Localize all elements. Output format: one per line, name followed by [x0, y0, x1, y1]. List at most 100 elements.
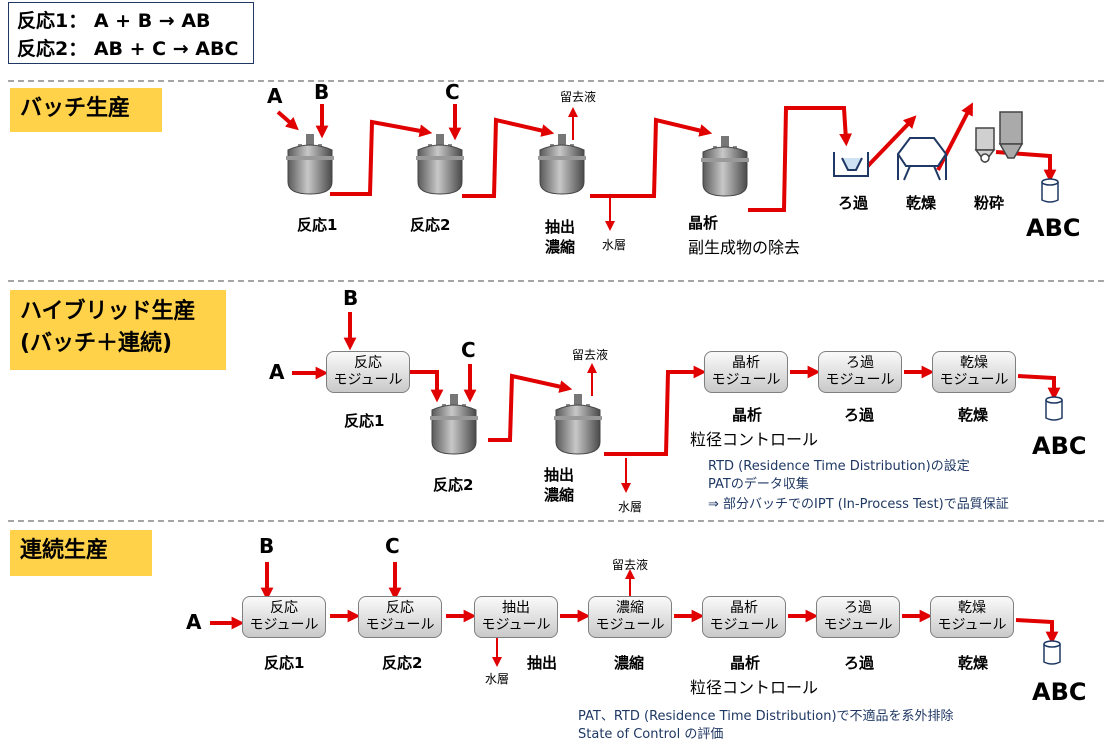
continuous-flow-lines — [210, 562, 1059, 645]
batch-react1-label: 反応1 — [297, 216, 338, 234]
hybrid-cryst-label: 晶析 — [732, 406, 763, 424]
batch-extract-label: 抽出 — [545, 218, 576, 236]
section-continuous-label: 連続生産 — [20, 538, 109, 563]
hybrid-extract-tank-icon — [553, 393, 603, 455]
section-hybrid-label-2: (バッチ＋連続) — [20, 331, 173, 356]
continuous-cryst-sub-label: 粒径コントロール — [690, 678, 819, 697]
batch-filter-icon — [833, 152, 869, 177]
continuous-module-react2: 反応モジュール — [358, 596, 442, 638]
module-line2: モジュール — [365, 617, 435, 633]
module-line1: 晶析 — [730, 600, 758, 616]
batch-water-label: 水層 — [602, 238, 627, 252]
hybrid-note-2: PATのデータ収集 — [708, 477, 809, 492]
continuous-note-1: PAT、RTD (Residence Time Distribution)で不適… — [578, 709, 954, 724]
batch-input-c: C — [445, 80, 460, 104]
hybrid-reactor-2-icon — [429, 393, 479, 455]
hybrid-cryst-module-line2: モジュール — [711, 372, 781, 388]
module-line1: 反応 — [386, 600, 414, 616]
hybrid-filter-module: ろ過 モジュール — [818, 351, 902, 393]
continuous-module-filter: ろ過モジュール — [816, 596, 900, 638]
batch-cryst-label: 晶析 — [688, 214, 719, 232]
module-line1: 抽出 — [502, 600, 530, 616]
batch-concentrate-label: 濃縮 — [545, 238, 576, 256]
hybrid-filter-module-line1: ろ過 — [846, 355, 874, 371]
module-line1: 反応 — [270, 600, 298, 616]
continuous-filter-label: ろ過 — [844, 654, 875, 672]
batch-dryer-icon — [896, 137, 948, 181]
hybrid-dry-module: 乾燥 モジュール — [932, 351, 1016, 393]
continuous-input-b: B — [259, 534, 275, 558]
section-batch-label: バッチ生産 — [20, 96, 131, 121]
continuous-module-dry: 乾燥モジュール — [930, 596, 1014, 638]
batch-extract-tank-icon — [537, 133, 587, 195]
continuous-react1-label: 反応1 — [264, 654, 305, 672]
module-line1: 濃縮 — [616, 600, 644, 616]
hybrid-react-module-line1: 反応 — [354, 355, 382, 371]
continuous-distillate-label: 留去液 — [612, 558, 649, 572]
hybrid-product-label: ABC — [1032, 432, 1087, 460]
batch-reactor-2-icon — [415, 133, 465, 195]
continuous-product-label: ABC — [1032, 678, 1087, 706]
module-line1: 乾燥 — [958, 600, 986, 616]
reaction-1-equation: 反応1： A + B → AB — [17, 10, 211, 32]
module-line2: モジュール — [823, 617, 893, 633]
hybrid-water-label: 水層 — [618, 500, 643, 514]
batch-distillate-label: 留去液 — [560, 90, 597, 104]
hybrid-concentrate-label: 濃縮 — [544, 486, 575, 504]
continuous-react2-label: 反応2 — [382, 654, 423, 672]
hybrid-filter-label: ろ過 — [844, 406, 875, 424]
batch-mill-label: 粉砕 — [974, 194, 1005, 212]
continuous-note-2: State of Control の評価 — [578, 727, 724, 742]
hybrid-input-b: B — [343, 286, 359, 310]
module-line1: ろ過 — [844, 600, 872, 616]
section-batch-title: バッチ生産 — [10, 88, 162, 132]
batch-input-b: B — [314, 80, 330, 104]
separator-middle — [8, 280, 1104, 282]
section-continuous-title: 連続生産 — [10, 530, 152, 576]
module-line2: モジュール — [595, 617, 665, 633]
module-line2: モジュール — [937, 617, 1007, 633]
separator-top — [8, 80, 1104, 82]
module-line2: モジュール — [249, 617, 319, 633]
hybrid-product-drum-icon — [1045, 396, 1063, 421]
continuous-product-drum-icon — [1043, 640, 1061, 665]
reaction-2-equation: 反応2： AB + C → ABC — [17, 38, 239, 60]
hybrid-cryst-module: 晶析 モジュール — [704, 351, 788, 393]
module-line2: モジュール — [709, 617, 779, 633]
continuous-module-concentrate: 濃縮モジュール — [588, 596, 672, 638]
hybrid-dry-module-line1: 乾燥 — [960, 355, 988, 371]
batch-cryst-sub-label: 副生成物の除去 — [688, 238, 801, 257]
hybrid-cryst-module-line1: 晶析 — [732, 355, 760, 371]
batch-product-label: ABC — [1026, 214, 1081, 242]
hybrid-dry-module-line2: モジュール — [939, 372, 1009, 388]
hybrid-react-module-line2: モジュール — [333, 372, 403, 388]
batch-reactor-1-icon — [285, 133, 335, 195]
batch-product-drum-icon — [1041, 178, 1059, 203]
hybrid-distillate-label: 留去液 — [572, 348, 609, 362]
hybrid-filter-module-line2: モジュール — [825, 372, 895, 388]
hybrid-react-module: 反応 モジュール — [326, 351, 410, 393]
continuous-water-label: 水層 — [485, 672, 510, 686]
hybrid-note-3: ⇒ 部分バッチでのIPT (In-Process Test)で品質保証 — [708, 497, 1009, 512]
hybrid-extract-label: 抽出 — [544, 466, 575, 484]
continuous-module-cryst: 晶析モジュール — [702, 596, 786, 638]
continuous-cryst-label: 晶析 — [730, 654, 761, 672]
continuous-concentrate-label: 濃縮 — [614, 654, 645, 672]
module-line2: モジュール — [481, 617, 551, 633]
batch-filter-label: ろ過 — [838, 194, 869, 212]
section-hybrid-title: ハイブリッド生産 (バッチ＋連続) — [10, 290, 226, 370]
continuous-dry-label: 乾燥 — [958, 654, 989, 672]
batch-crystallizer-icon — [700, 135, 750, 197]
section-hybrid-label-1: ハイブリッド生産 — [20, 299, 196, 324]
batch-input-a: A — [267, 84, 283, 108]
batch-dry-label: 乾燥 — [906, 194, 937, 212]
batch-flow-lines — [276, 102, 1057, 212]
reaction-equations-box: 反応1： A + B → AB 反応2： AB + C → ABC — [8, 2, 254, 64]
separator-bottom — [8, 520, 1104, 522]
batch-react2-label: 反応2 — [410, 216, 451, 234]
continuous-input-a: A — [186, 610, 202, 634]
continuous-input-c: C — [385, 534, 400, 558]
batch-mill-icon — [974, 111, 1024, 164]
hybrid-input-a: A — [269, 360, 285, 384]
